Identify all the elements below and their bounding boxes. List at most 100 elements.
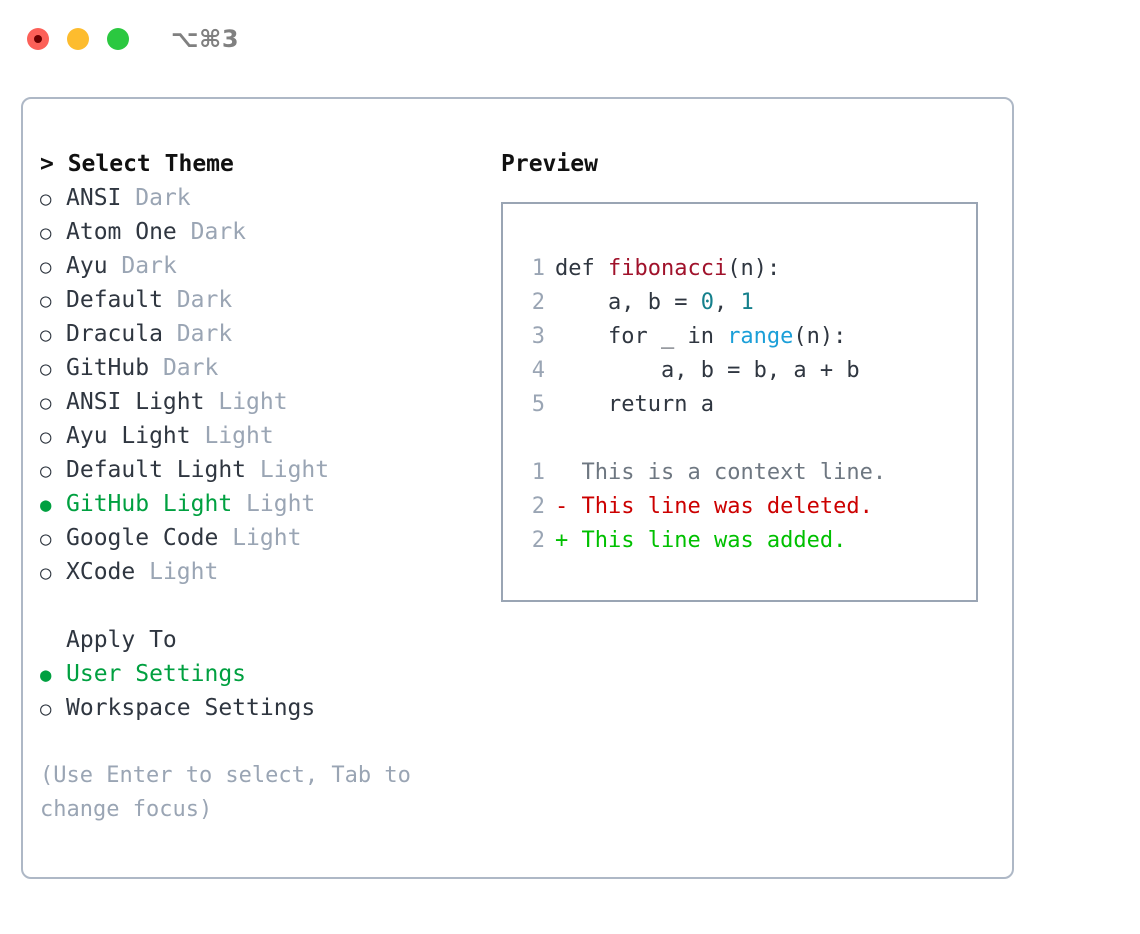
theme-label-gap bbox=[191, 419, 205, 453]
diff-line-add: 2+ This line was added. bbox=[521, 524, 976, 558]
theme-item-variant-tag: Light bbox=[204, 423, 274, 449]
theme-label-gap bbox=[218, 521, 232, 555]
theme-item-default-light[interactable]: ○Default Light Light bbox=[40, 453, 498, 487]
theme-item-label: GitHub Light bbox=[66, 491, 233, 517]
maximize-button[interactable] bbox=[107, 28, 129, 50]
theme-label-gap bbox=[163, 317, 177, 351]
code-line-number: 1 bbox=[531, 256, 545, 281]
apply-to-item-user-settings[interactable]: ● User Settings bbox=[40, 657, 498, 691]
code-line-number: 5 bbox=[531, 392, 545, 417]
radio-unselected-icon: ○ bbox=[40, 562, 52, 584]
theme-item-variant-tag: Light bbox=[246, 491, 316, 517]
diff-sample: 1 This is a context line.2- This line wa… bbox=[521, 456, 976, 558]
radio-unselected-icon: ○ bbox=[40, 460, 52, 482]
blank-bullet-icon: ○ bbox=[40, 624, 66, 658]
theme-item-label: Ayu bbox=[66, 253, 108, 279]
diff-marker-icon: - bbox=[555, 494, 582, 519]
theme-item-github-light[interactable]: ● GitHub Light Light bbox=[40, 487, 498, 521]
theme-item-variant-tag: Dark bbox=[176, 321, 233, 347]
code-token-plain: return a bbox=[555, 392, 714, 417]
diff-line-text: This line was added. bbox=[581, 528, 847, 553]
close-button[interactable] bbox=[27, 28, 49, 50]
code-token-num: 1 bbox=[740, 290, 754, 315]
code-line: 2 a, b = 0, 1 bbox=[521, 286, 976, 320]
apply-to-list[interactable]: ● User Settings ○Workspace Settings bbox=[40, 657, 498, 725]
diff-line-number: 2 bbox=[531, 494, 545, 519]
radio-unselected-icon: ○ bbox=[40, 188, 52, 210]
theme-label-gap bbox=[149, 351, 163, 385]
apply-to-item-label: Workspace Settings bbox=[66, 695, 316, 721]
code-token-fn: fibonacci bbox=[607, 256, 728, 281]
apply-to-item-workspace-settings[interactable]: ○Workspace Settings bbox=[40, 691, 498, 725]
code-line: 4 a, b = b, a + b bbox=[521, 354, 976, 388]
code-line: 5 return a bbox=[521, 388, 976, 422]
theme-item-label: GitHub bbox=[66, 355, 150, 381]
window-controls bbox=[27, 28, 129, 50]
theme-item-label: ANSI bbox=[66, 185, 122, 211]
theme-list[interactable]: ○ANSI Dark○Atom One Dark○Ayu Dark○Defaul… bbox=[40, 181, 498, 589]
keyboard-shortcut-label: ⌥⌘3 bbox=[171, 25, 240, 53]
theme-item-ayu-light[interactable]: ○ Ayu Light Light bbox=[40, 419, 498, 453]
code-line-number: 3 bbox=[531, 324, 545, 349]
theme-label-gap bbox=[246, 453, 260, 487]
theme-label-gap bbox=[121, 181, 135, 215]
code-token-plain: a, b = b, a + b bbox=[555, 358, 860, 383]
code-line: 3 for _ in range(n): bbox=[521, 320, 976, 354]
radio-unselected-icon: ○ bbox=[40, 222, 52, 244]
list-spacer bbox=[40, 589, 498, 623]
theme-item-label: Default Light bbox=[66, 457, 247, 483]
theme-item-ayu[interactable]: ○Ayu Dark bbox=[40, 249, 498, 283]
theme-item-ansi[interactable]: ○ANSI Dark bbox=[40, 181, 498, 215]
theme-item-variant-tag: Dark bbox=[190, 219, 247, 245]
theme-item-variant-tag: Dark bbox=[162, 355, 219, 381]
code-token-call: range bbox=[727, 324, 794, 349]
code-line: 1 def fibonacci(n): bbox=[521, 252, 976, 286]
theme-item-xcode[interactable]: ○XCode Light bbox=[40, 555, 498, 589]
diff-marker-icon bbox=[555, 456, 582, 490]
theme-item-atom-one[interactable]: ○Atom One Dark bbox=[40, 215, 498, 249]
theme-item-variant-tag: Dark bbox=[176, 287, 233, 313]
select-theme-heading: > Select Theme bbox=[40, 151, 234, 177]
theme-item-variant-tag: Light bbox=[218, 389, 288, 415]
radio-unselected-icon: ○ bbox=[40, 528, 52, 550]
radio-unselected-icon: ○ bbox=[40, 358, 52, 380]
keyboard-hint-text: (Use Enter to select, Tab to change focu… bbox=[40, 763, 425, 822]
theme-item-github[interactable]: ○ GitHub Dark bbox=[40, 351, 498, 385]
apply-to-item-label: User Settings bbox=[66, 661, 247, 687]
theme-item-label: XCode bbox=[66, 559, 136, 585]
radio-unselected-icon: ○ bbox=[40, 392, 52, 414]
radio-unselected-icon: ○ bbox=[40, 290, 52, 312]
code-token-plain: (n): bbox=[727, 256, 781, 281]
minimize-button[interactable] bbox=[67, 28, 89, 50]
radio-selected-icon: ● bbox=[40, 494, 52, 516]
theme-label-gap bbox=[204, 385, 218, 419]
code-token-plain: def bbox=[555, 256, 608, 281]
radio-selected-icon: ● bbox=[40, 664, 52, 686]
diff-line-ctx: 1 This is a context line. bbox=[521, 456, 976, 490]
apply-to-heading-row: ○ Apply To bbox=[40, 623, 498, 657]
main-panel: > Select Theme ○ANSI Dark○Atom One Dark○… bbox=[21, 97, 1014, 879]
theme-item-ansi-light[interactable]: ○ ANSI Light Light bbox=[40, 385, 498, 419]
theme-item-label: Ayu Light bbox=[66, 423, 191, 449]
hint-spacer bbox=[40, 725, 498, 759]
theme-item-dracula[interactable]: ○Dracula Dark bbox=[40, 317, 498, 351]
diff-line-del: 2- This line was deleted. bbox=[521, 490, 976, 524]
theme-item-default[interactable]: ○Default Dark bbox=[40, 283, 498, 317]
radio-unselected-icon: ○ bbox=[40, 256, 52, 278]
theme-item-label: ANSI Light bbox=[66, 389, 205, 415]
preview-heading: Preview bbox=[501, 151, 598, 177]
theme-selector-column: > Select Theme ○ANSI Dark○Atom One Dark○… bbox=[23, 99, 498, 877]
title-bar: ⌥⌘3 bbox=[0, 0, 1140, 78]
theme-item-variant-tag: Light bbox=[232, 525, 302, 551]
diff-marker-icon: + bbox=[555, 528, 582, 553]
radio-unselected-icon: ○ bbox=[40, 426, 52, 448]
theme-item-google-code[interactable]: ○Google Code Light bbox=[40, 521, 498, 555]
theme-label-gap bbox=[232, 487, 246, 521]
theme-label-gap bbox=[135, 555, 149, 589]
diff-line-text: This is a context line. bbox=[581, 460, 887, 485]
code-token-plain: (n): bbox=[793, 324, 847, 349]
